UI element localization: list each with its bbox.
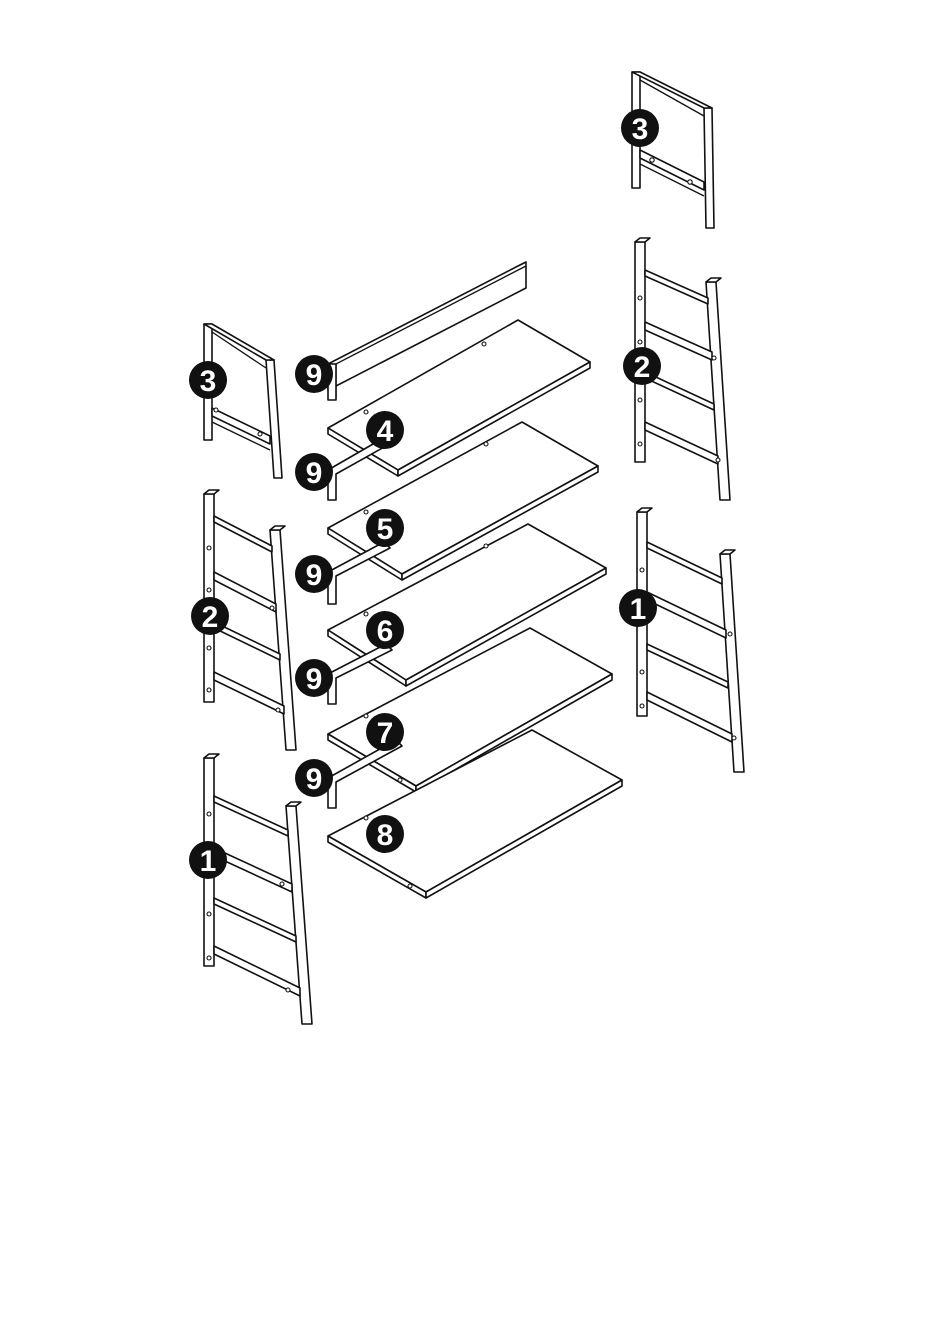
- badge-left-mid-ladder: 2: [191, 597, 229, 635]
- part-label-shelf-c: 6: [377, 615, 394, 648]
- part-label-shelf-a: 4: [377, 415, 394, 448]
- part-label-back-rail-5: 9: [306, 763, 323, 796]
- badge-shelf-b: 5: [366, 509, 404, 547]
- part-label-right-mid-ladder: 2: [634, 351, 651, 384]
- left-top-frame: [204, 324, 282, 478]
- badge-right-mid-ladder: 2: [623, 347, 661, 385]
- badge-shelf-c: 6: [366, 611, 404, 649]
- badge-back-rail-1: 9: [295, 355, 333, 393]
- badge-left-bottom-ladder: 1: [189, 841, 227, 879]
- part-label-shelf-b: 5: [377, 513, 394, 546]
- badge-back-rail-5: 9: [295, 759, 333, 797]
- part-label-back-rail-1: 9: [306, 359, 323, 392]
- part-label-right-bottom-ladder: 1: [630, 593, 647, 626]
- badge-left-top-frame: 3: [189, 361, 227, 399]
- badge-back-rail-3: 9: [295, 555, 333, 593]
- part-label-right-top-frame: 3: [632, 113, 649, 146]
- part-label-back-rail-2: 9: [306, 457, 323, 490]
- right-top-frame: [632, 72, 714, 228]
- part-label-left-bottom-ladder: 1: [200, 845, 217, 878]
- part-label-left-mid-ladder: 2: [202, 601, 219, 634]
- left-bottom-ladder: [204, 754, 312, 1024]
- part-label-back-rail-3: 9: [306, 559, 323, 592]
- badge-back-rail-4: 9: [295, 659, 333, 697]
- badge-right-bottom-ladder: 1: [619, 589, 657, 627]
- badge-right-top-frame: 3: [621, 109, 659, 147]
- right-bottom-ladder: [637, 508, 744, 772]
- badge-shelf-a: 4: [366, 411, 404, 449]
- badge-back-rail-2: 9: [295, 453, 333, 491]
- part-label-left-top-frame: 3: [200, 365, 217, 398]
- part-label-shelf-d: 7: [377, 717, 394, 750]
- badge-shelf-e: 8: [366, 815, 404, 853]
- part-label-back-rail-4: 9: [306, 663, 323, 696]
- part-label-shelf-e: 8: [377, 819, 394, 852]
- badge-shelf-d: 7: [366, 713, 404, 751]
